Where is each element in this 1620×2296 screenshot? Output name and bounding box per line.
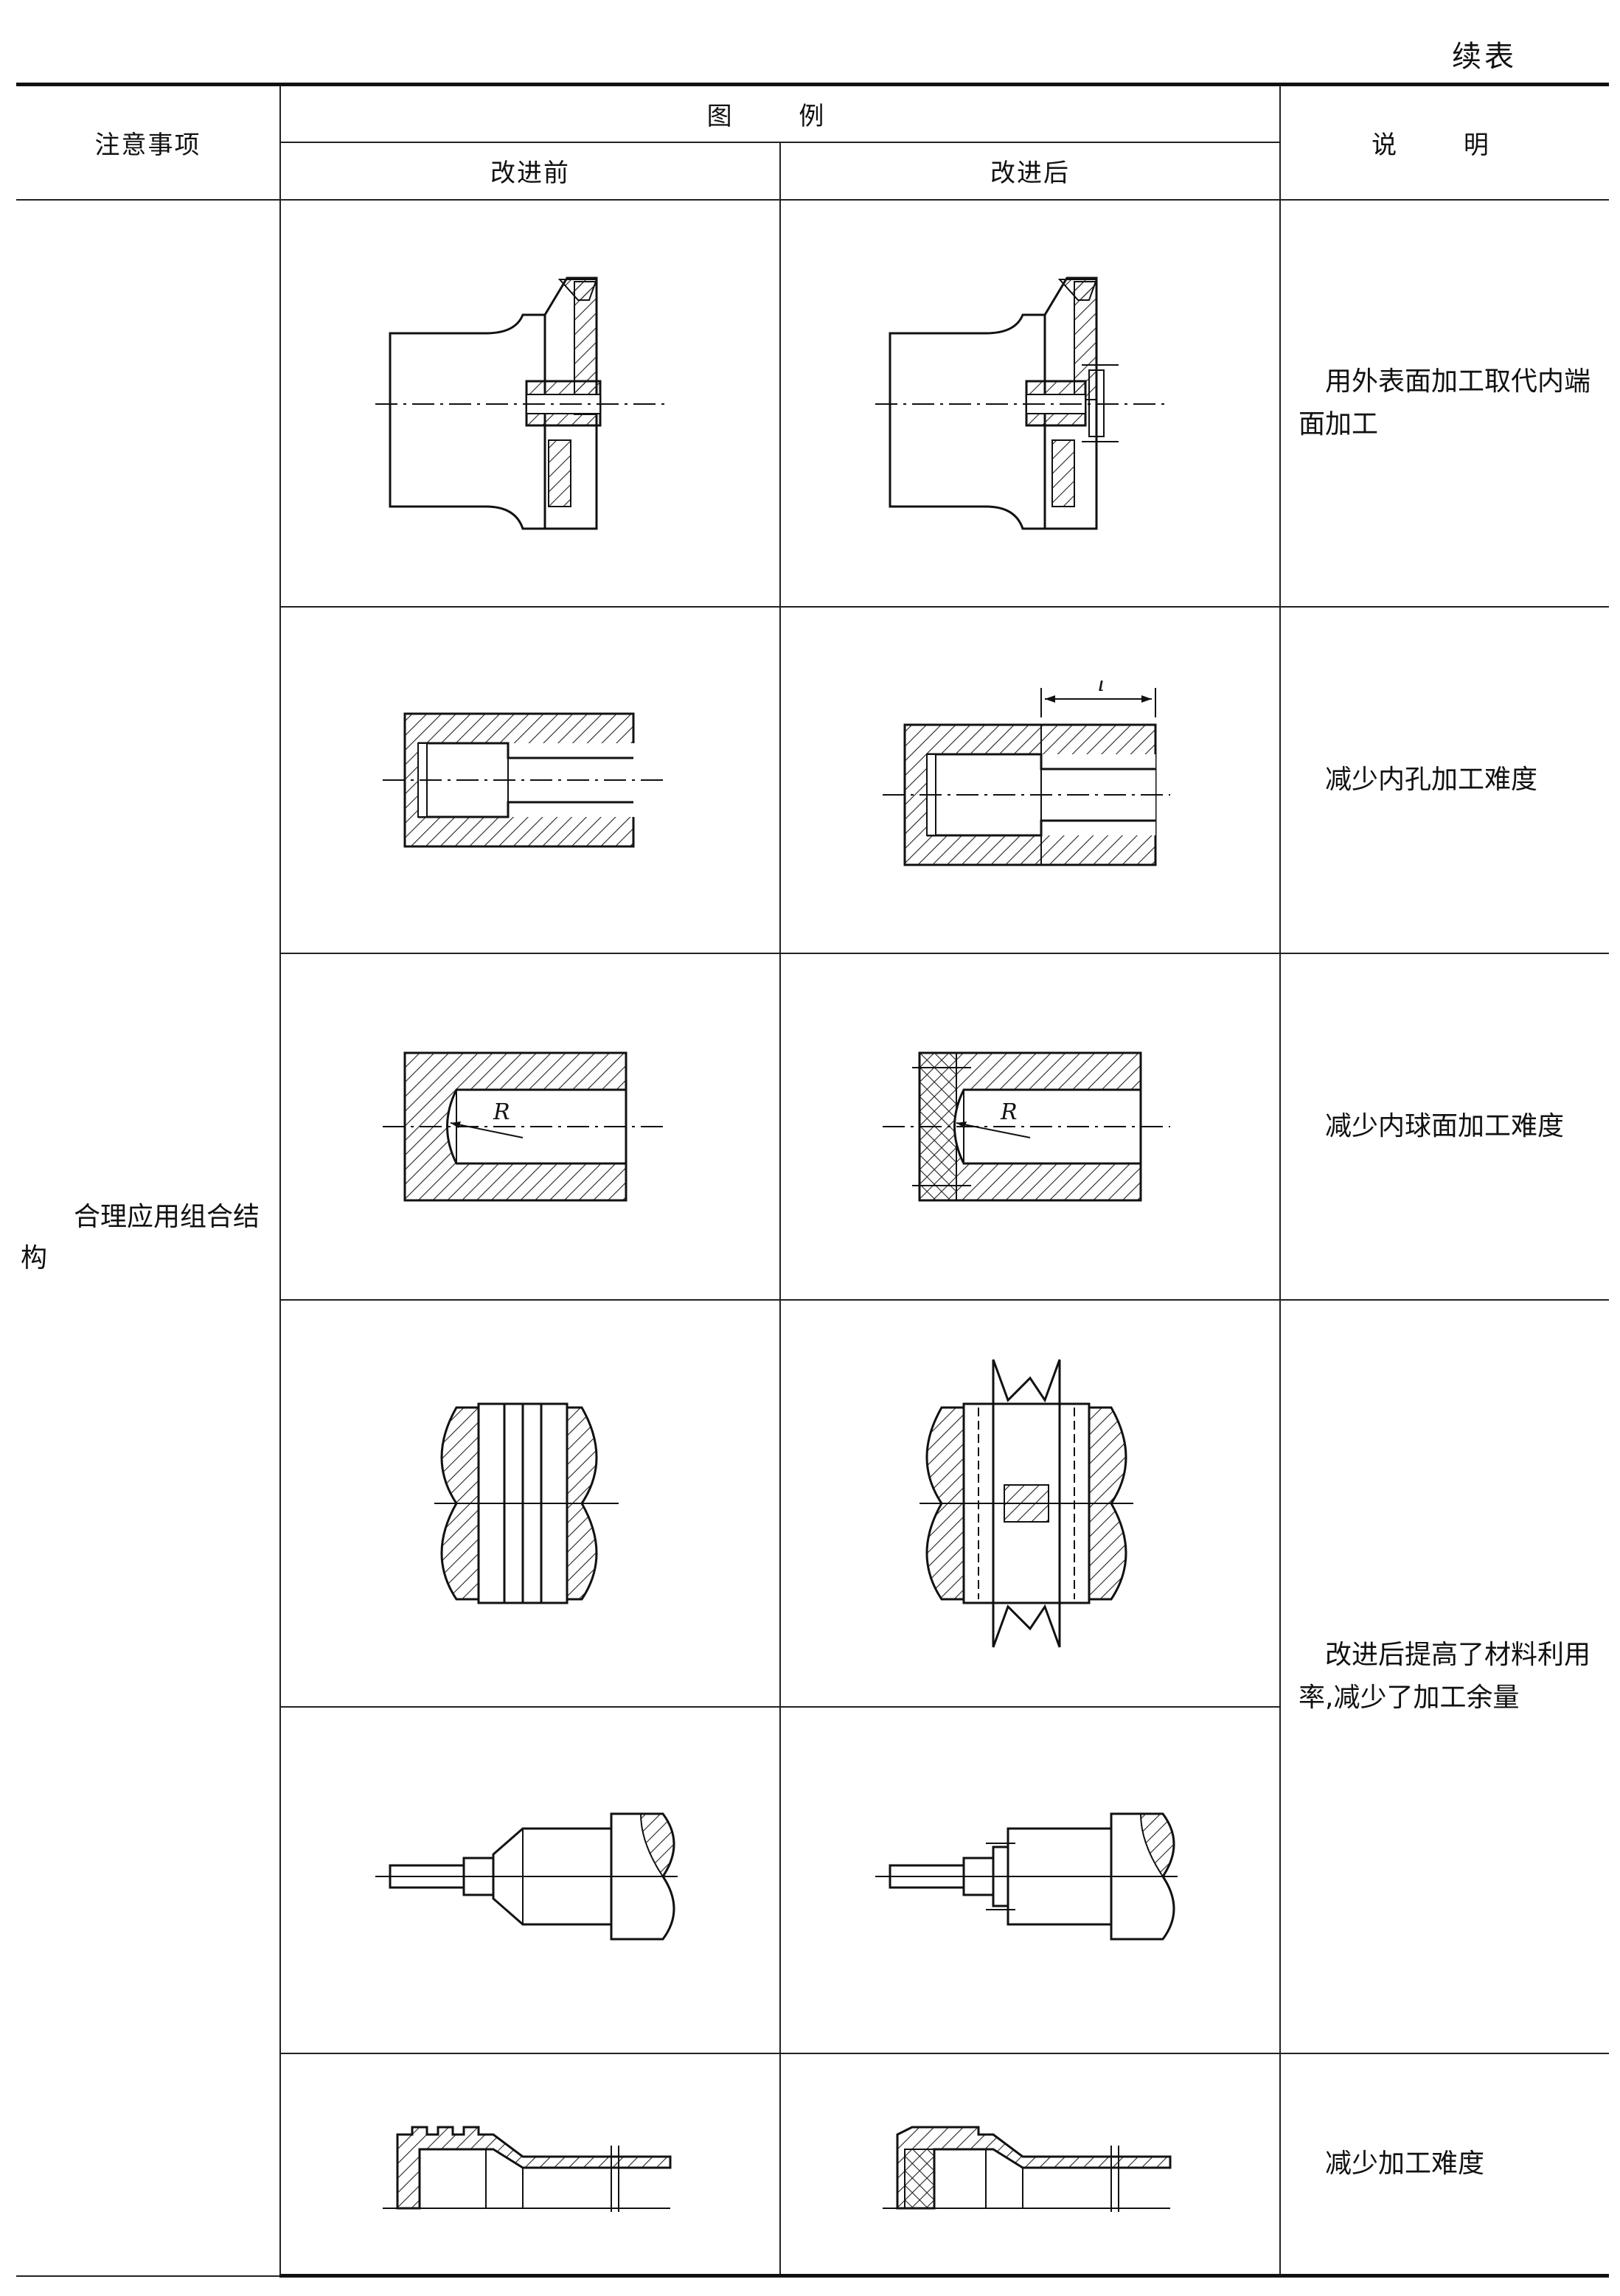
desc-text-4: 改进后提高了材料利用率,减少了加工余量 <box>1299 1639 1591 1713</box>
radius-label-before: R <box>493 1099 510 1125</box>
comparison-table: 注意事项 图 例 说 明 改进前 改进后 合理应用组合结构 <box>16 83 1609 2278</box>
figure-before-1 <box>279 198 781 608</box>
figure-after-1 <box>779 198 1281 608</box>
desc-row-4-5: 改进后提高了材料利用率,减少了加工余量 <box>1279 1298 1609 2054</box>
bore-after-drawing: l <box>883 681 1170 866</box>
figure-before-5 <box>280 1705 781 2054</box>
desc-text-6: 减少加工难度 <box>1325 2148 1485 2179</box>
figure-after-4 <box>779 1298 1281 1708</box>
pulley-before-drawing <box>375 276 670 529</box>
figure-before-6 <box>280 2052 781 2278</box>
sphere-after-drawing: R <box>883 1051 1170 1201</box>
sphere-before-drawing: R <box>383 1051 663 1201</box>
desc-row-1: 用外表面加工取代内端面加工 <box>1279 198 1609 608</box>
header-before: 改进前 <box>280 141 781 201</box>
header-notes: 注意事项 <box>16 83 281 201</box>
figure-before-4 <box>280 1298 781 1708</box>
desc-text-3: 减少内球面加工难度 <box>1325 1110 1565 1141</box>
desc-text-2: 减少内孔加工难度 <box>1325 764 1538 795</box>
figure-before-2 <box>280 605 781 954</box>
figure-before-3: R <box>280 952 781 1301</box>
header-after: 改进后 <box>779 141 1280 201</box>
sleeve-before-drawing <box>383 2126 672 2212</box>
notes-text: 合理应用组合结构 <box>21 1201 260 1273</box>
desc-text-1: 用外表面加工取代内端面加工 <box>1299 366 1591 439</box>
bore-before-drawing <box>383 712 663 847</box>
desc-row-3: 减少内球面加工难度 <box>1279 952 1609 1301</box>
figure-after-5 <box>779 1705 1280 2054</box>
pulley-on-shaft-after-drawing <box>919 1358 1133 1648</box>
sleeve-after-drawing <box>883 2126 1172 2212</box>
pulley-after-drawing <box>875 276 1170 529</box>
desc-row-6: 减少加工难度 <box>1279 2052 1609 2278</box>
continued-label: 续表 <box>1452 40 1517 74</box>
desc-row-2: 减少内孔加工难度 <box>1279 605 1609 954</box>
header-desc-label: 说 明 <box>1372 130 1518 160</box>
dim-label-l: l <box>1098 681 1105 697</box>
header-figures: 图 例 <box>279 83 1281 143</box>
grooved-shaft-before-drawing <box>434 1402 619 1604</box>
notes-cell: 合理应用组合结构 <box>16 198 281 2277</box>
stepped-shaft-before-drawing <box>375 1812 678 1940</box>
header-figures-label: 图 例 <box>706 101 854 131</box>
stepped-shaft-after-drawing <box>875 1812 1178 1940</box>
header-desc: 说 明 <box>1279 83 1609 201</box>
figure-after-3: R <box>779 952 1281 1301</box>
figure-after-6 <box>779 2052 1281 2278</box>
radius-label-after: R <box>1000 1099 1018 1125</box>
figure-after-2: l <box>779 605 1281 954</box>
